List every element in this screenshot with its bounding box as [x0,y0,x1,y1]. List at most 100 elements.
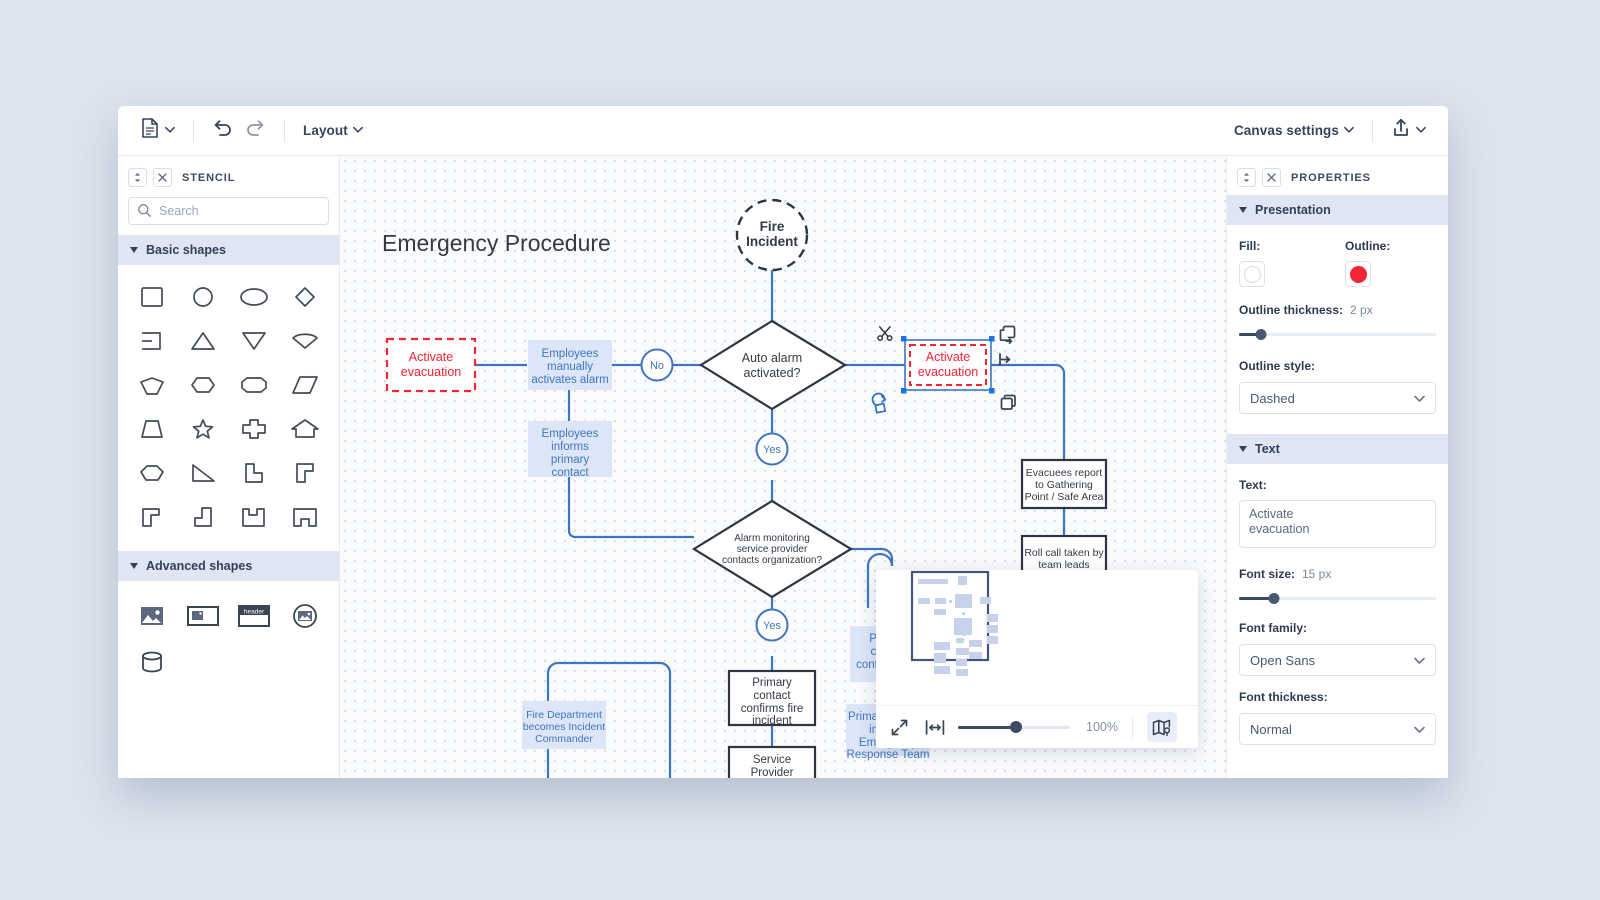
zoom-slider[interactable] [958,719,1070,735]
shape-step-shape[interactable] [177,495,228,539]
shape-arch-notch[interactable] [280,495,331,539]
shape-image-circle[interactable] [280,593,331,639]
shape-triangle[interactable] [177,319,228,363]
search-icon [137,203,152,223]
file-menu-button[interactable] [134,113,181,148]
shape-square[interactable] [126,275,177,319]
outline-label: Outline: [1345,239,1391,253]
export-button[interactable] [1385,113,1432,148]
shape-right-triangle[interactable] [177,451,228,495]
section-text-label: Text [1255,442,1280,456]
redo-icon [245,118,266,143]
outline-color-circle [1349,265,1367,283]
resize-handle-br [989,388,995,394]
outline-thickness-value: 2 px [1350,303,1373,317]
stencil-collapse-button[interactable] [128,168,147,187]
shape-parallelogram[interactable] [280,363,331,407]
map-icon[interactable] [1146,712,1177,742]
outline-thickness-slider[interactable] [1239,327,1436,341]
section-text[interactable]: Text [1227,434,1448,464]
node-evacuees-report: Evacuees report to Gathering Point / Saf… [1020,458,1108,510]
font-family-select[interactable]: Open Sans [1239,644,1436,676]
properties-panel: PROPERTIES Presentation Fill: Outline: [1226,156,1448,778]
svg-text:team leads: team leads [1038,559,1089,571]
node-service-provider: Service Provider [727,745,817,778]
slider-fill [1239,596,1275,600]
fit-width-icon[interactable] [922,714,948,740]
shape-heptagon[interactable] [126,451,177,495]
triangle-down-icon [130,563,138,569]
advanced-shape-grid: header [118,581,339,689]
svg-text:No: No [650,360,664,372]
stencil-title: STENCIL [182,171,236,184]
shape-l-shape[interactable] [229,451,280,495]
properties-collapse-button[interactable] [1237,168,1256,187]
canvas-settings-label: Canvas settings [1233,123,1339,138]
font-size-slider[interactable] [1239,591,1436,605]
shape-hexagon[interactable] [177,363,228,407]
fill-color-swatch[interactable] [1239,261,1265,287]
chevron-down-icon [1416,122,1426,140]
slider-track [1239,596,1436,600]
shape-ellipse[interactable] [229,275,280,319]
chevron-down-icon [352,122,363,140]
shape-corner-shape[interactable] [126,495,177,539]
zoom-toolbar: 100% [876,705,1198,748]
properties-close-button[interactable] [1262,168,1281,187]
node-label-yes-1: Yes [755,432,789,466]
shape-diamond[interactable] [280,275,331,319]
shape-u-notch[interactable] [229,495,280,539]
font-thickness-select[interactable]: Normal [1239,713,1436,745]
shape-image-frame[interactable] [177,593,228,639]
outline-color-swatch[interactable] [1345,261,1371,287]
svg-text:Employees: Employees [542,428,599,440]
diagram-canvas[interactable]: .edge { stroke:#3f75c0; stroke-width:2.2… [340,156,1226,778]
shape-header-card[interactable]: header [229,593,280,639]
shape-bracket[interactable] [126,319,177,363]
shape-pentagon[interactable] [126,363,177,407]
stencil-close-button[interactable] [153,168,172,187]
svg-text:service provider: service provider [737,544,808,555]
stencil-group-basic-shapes[interactable]: Basic shapes [118,235,339,265]
shape-cross[interactable] [229,407,280,451]
slider-knob[interactable] [1255,328,1267,340]
stencil-group-advanced-shapes[interactable]: Advanced shapes [118,551,339,581]
shape-cylinder[interactable] [126,639,177,685]
shape-home-arrow[interactable] [280,407,331,451]
search-input[interactable] [128,197,329,225]
workspace: STENCIL Basic shapes [118,156,1448,778]
undo-button[interactable] [206,114,239,147]
resize-handle-tl [901,336,907,342]
svg-text:evacuation: evacuation [401,365,462,379]
zoom-toolbar-divider [1131,716,1133,738]
minimap-preview[interactable] [876,570,1198,705]
slider-knob[interactable] [1268,592,1280,604]
arrow-branch-icon [999,353,1011,366]
shape-triangle-down[interactable] [229,319,280,363]
shape-fan[interactable] [280,319,331,363]
shape-trapezoid[interactable] [126,407,177,451]
layout-menu-button[interactable]: Layout [297,118,369,144]
shape-text-input[interactable] [1239,500,1436,548]
svg-text:Point / Safe Area: Point / Safe Area [1025,491,1104,503]
zoom-slider-knob[interactable] [1010,721,1023,733]
fit-screen-icon[interactable] [886,714,912,740]
shape-flag-shape[interactable] [280,451,331,495]
canvas-settings-button[interactable]: Canvas settings [1228,118,1360,144]
layout-label: Layout [303,123,348,138]
shape-octagon[interactable] [229,363,280,407]
svg-text:Roll call taken by: Roll call taken by [1024,547,1104,559]
svg-text:confirms fire: confirms fire [741,703,804,715]
shape-star[interactable] [177,407,228,451]
copy-icon [1000,394,1016,410]
svg-text:Auto alarm: Auto alarm [742,351,802,365]
font-family-label: Font family: [1239,621,1307,635]
section-presentation[interactable]: Presentation [1227,195,1448,225]
outline-style-select[interactable]: Dashed [1239,382,1436,414]
shape-circle[interactable] [177,275,228,319]
shape-image-filled[interactable] [126,593,177,639]
redo-button[interactable] [239,114,272,147]
svg-text:Service: Service [753,754,791,766]
svg-text:primary: primary [551,454,590,466]
svg-text:Commander: Commander [535,733,593,745]
